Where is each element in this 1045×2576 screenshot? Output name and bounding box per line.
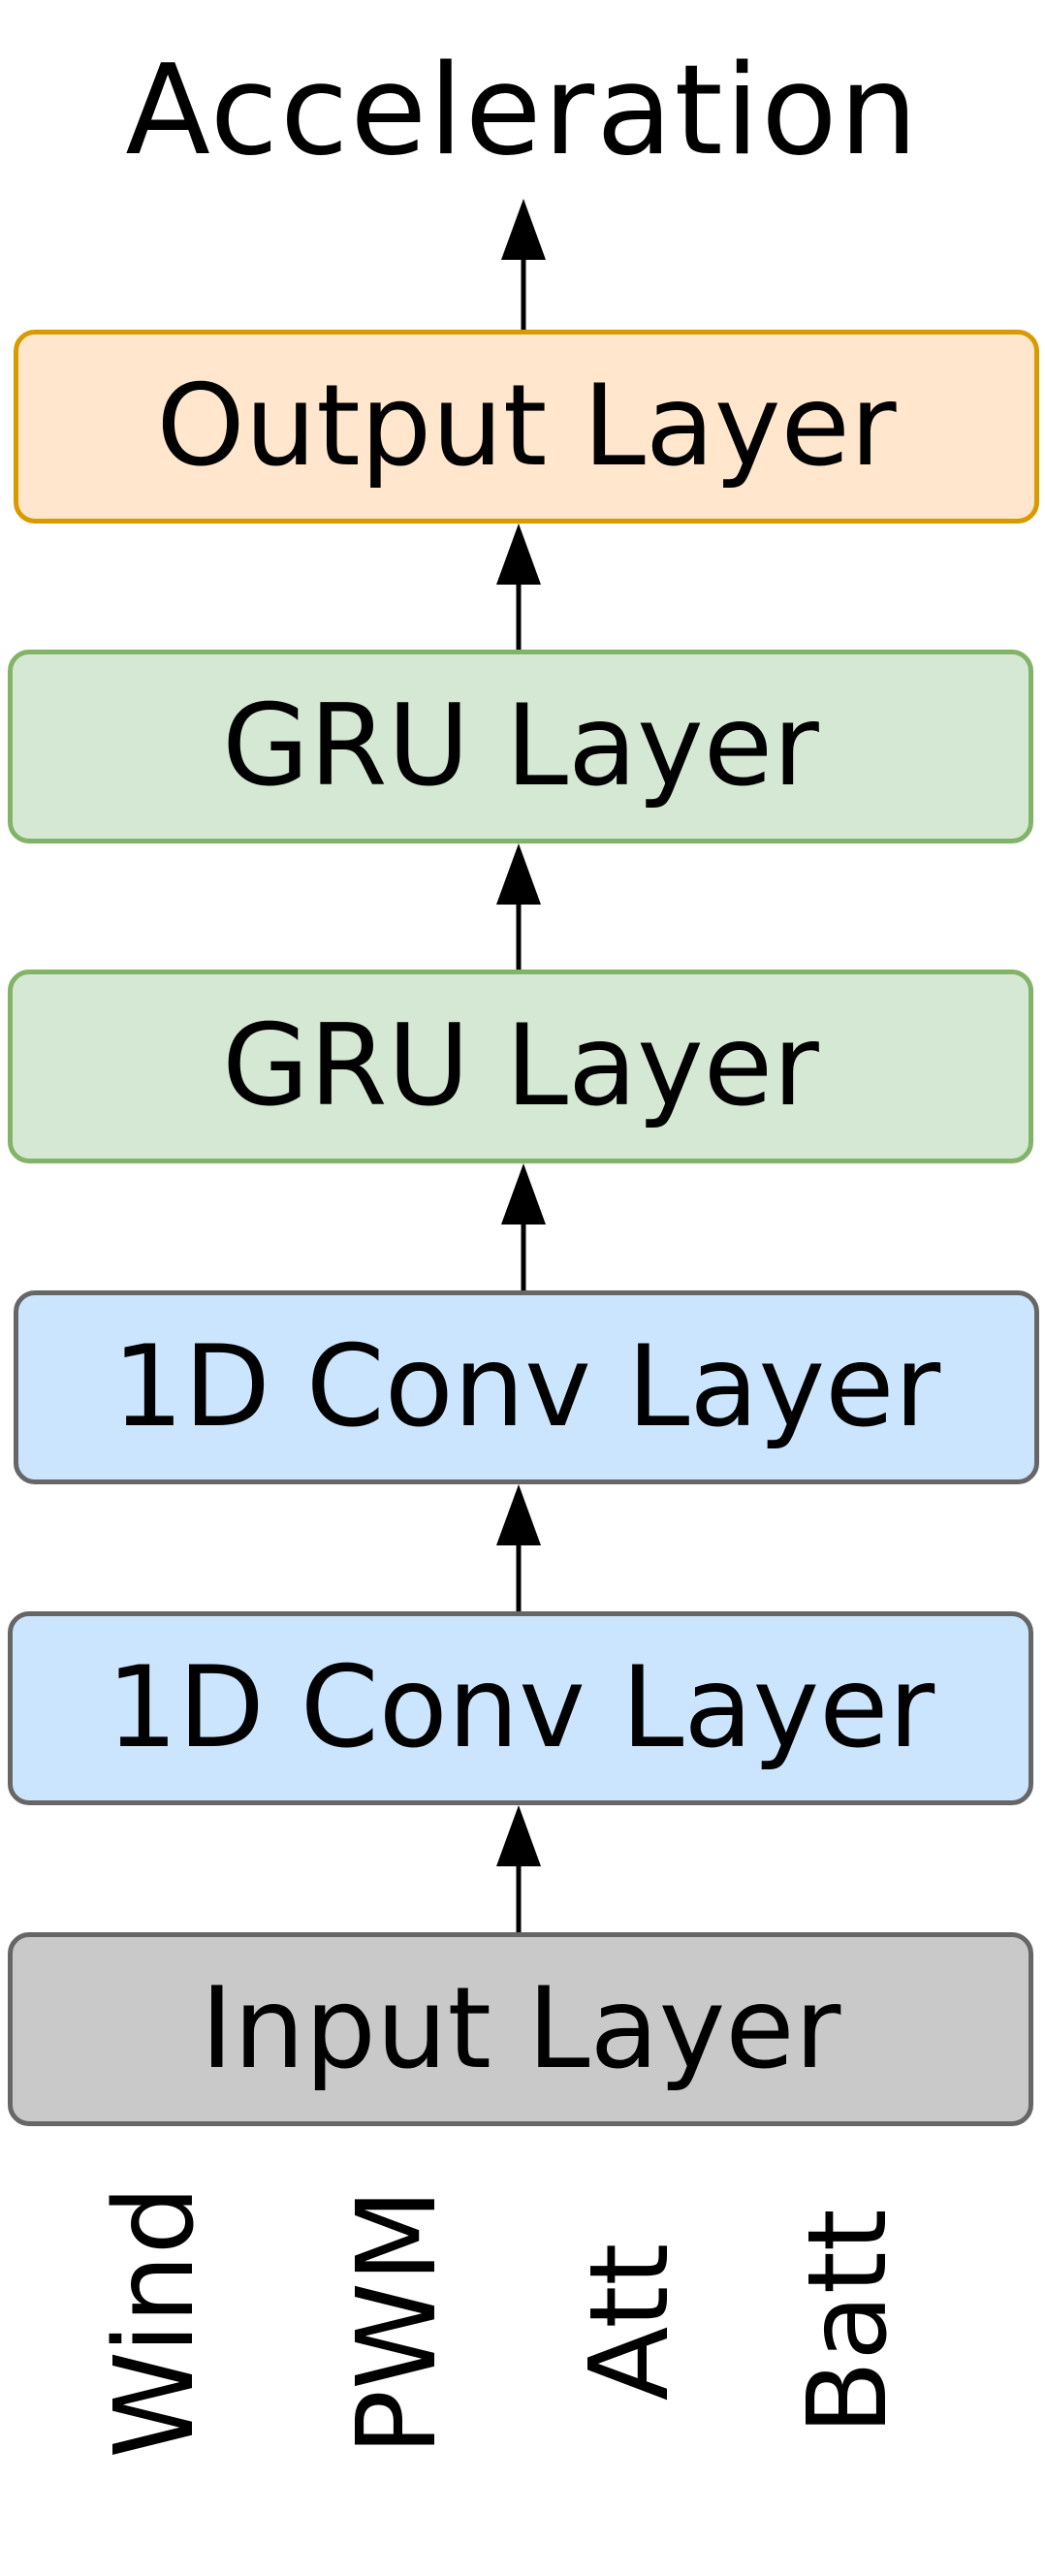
- arrow-gru1-to-gru2-icon: [496, 843, 541, 970]
- gru-layer-label-upper: GRU Layer: [222, 681, 819, 811]
- conv-layer-box-upper: 1D Conv Layer: [14, 1290, 1039, 1484]
- gru-layer-label-lower: GRU Layer: [222, 1001, 819, 1131]
- input-feature-att: Att: [567, 2242, 693, 2401]
- output-acceleration-label: Acceleration: [125, 39, 920, 183]
- conv-layer-label-lower: 1D Conv Layer: [106, 1642, 935, 1773]
- input-layer-box: Input Layer: [8, 1932, 1033, 2126]
- output-layer-label: Output Layer: [156, 361, 897, 492]
- input-feature-wind: Wind: [92, 2185, 218, 2459]
- input-layer-label: Input Layer: [200, 1963, 841, 2094]
- arrow-conv1-to-conv2-icon: [496, 1484, 541, 1611]
- arrow-output-to-acceleration-icon: [501, 199, 546, 330]
- arrow-input-to-conv1-icon: [496, 1805, 541, 1932]
- input-feature-batt: Batt: [785, 2209, 911, 2435]
- conv-layer-label-upper: 1D Conv Layer: [111, 1321, 941, 1452]
- conv-layer-box-lower: 1D Conv Layer: [8, 1611, 1033, 1805]
- input-feature-pwm: PWM: [334, 2188, 460, 2456]
- gru-layer-box-upper: GRU Layer: [8, 650, 1033, 843]
- output-layer-box: Output Layer: [14, 330, 1039, 524]
- arrow-gru2-to-output-icon: [496, 524, 541, 650]
- arrow-conv2-to-gru1-icon: [501, 1163, 546, 1290]
- gru-layer-box-lower: GRU Layer: [8, 970, 1033, 1163]
